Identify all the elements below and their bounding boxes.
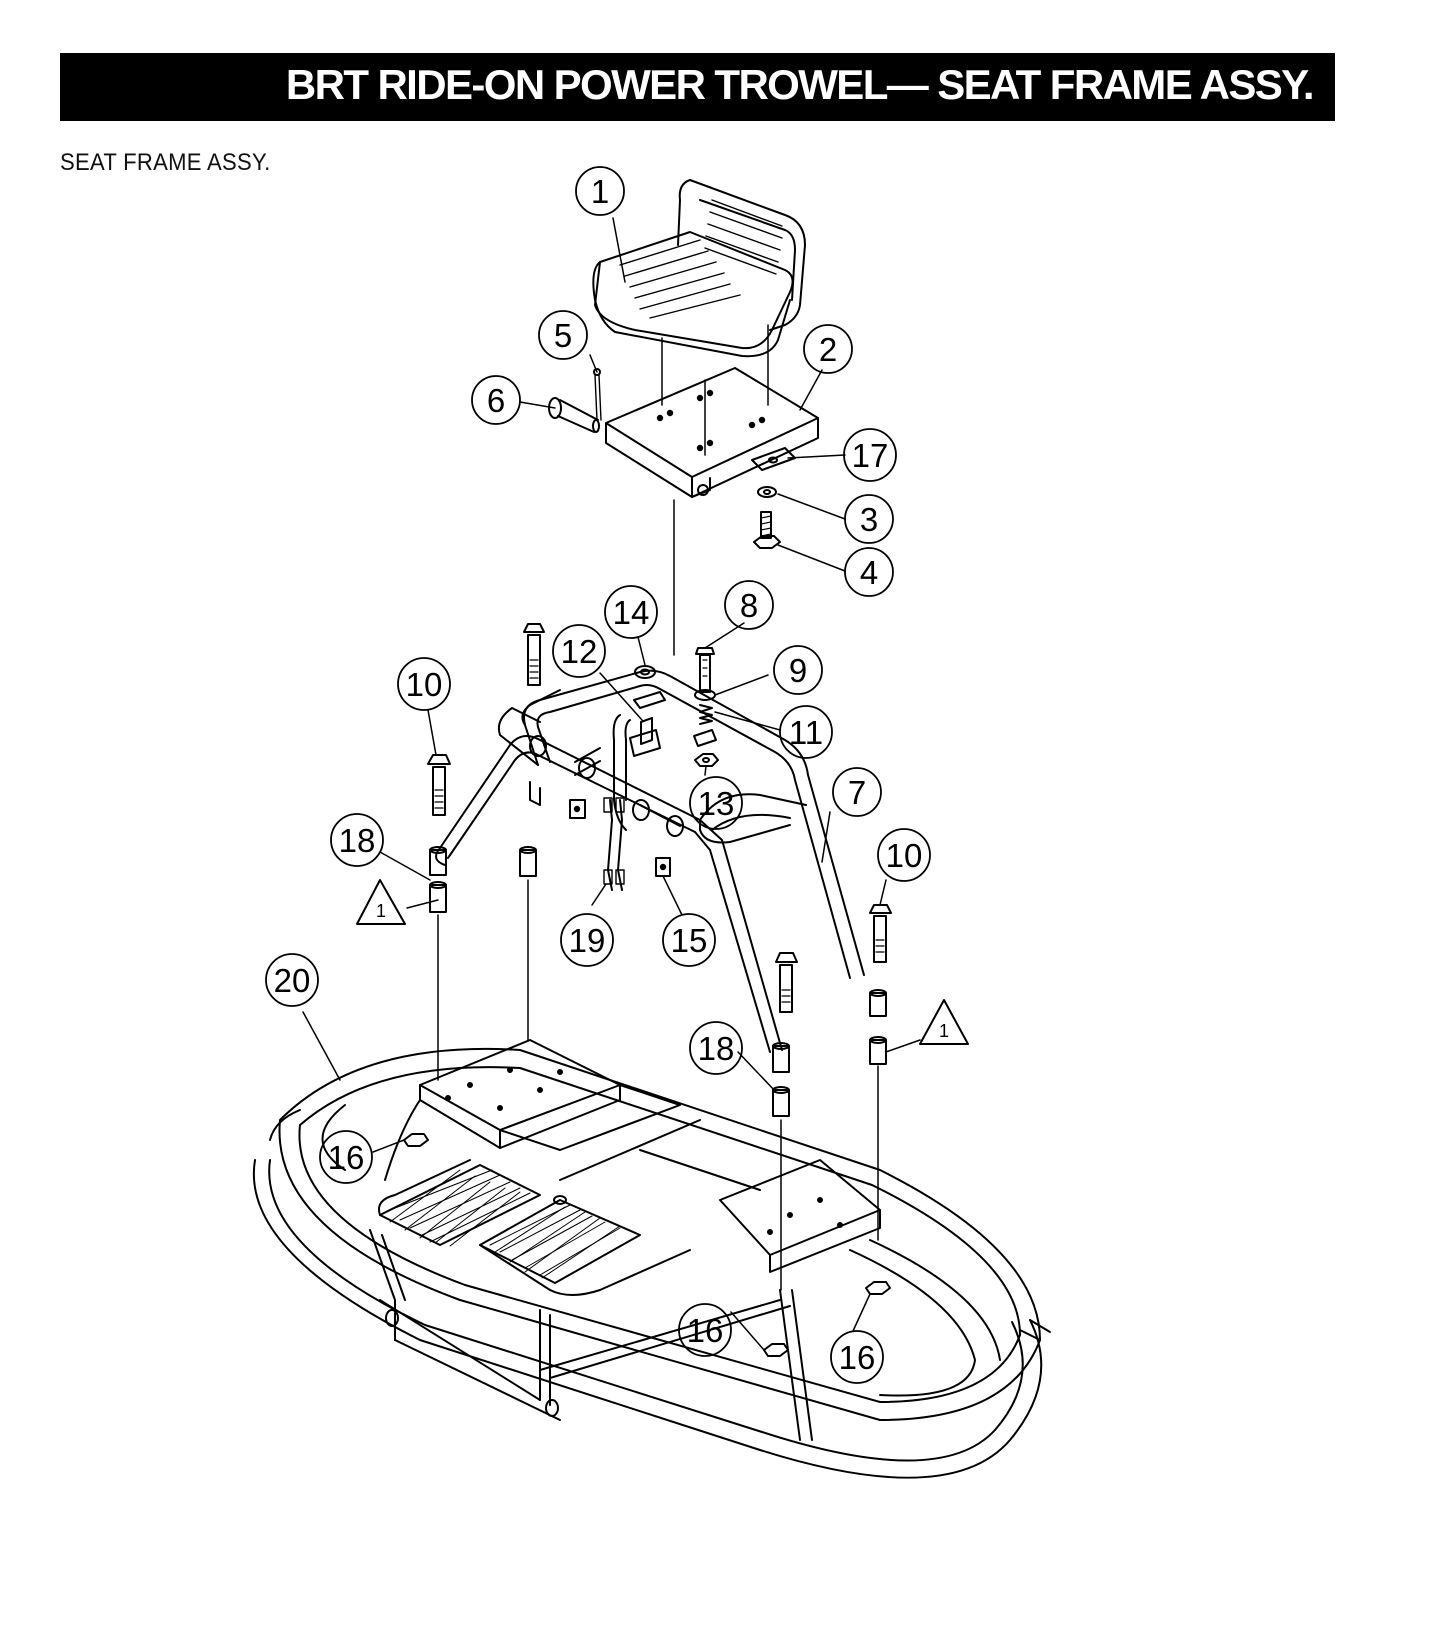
callout-7: 7 bbox=[832, 767, 882, 817]
callout-3: 3 bbox=[844, 494, 894, 544]
adjuster-hardware bbox=[629, 647, 719, 767]
base-platform bbox=[419, 1039, 881, 1273]
warning-marker-label: 1 bbox=[939, 1021, 949, 1041]
warning-marker-label: 1 bbox=[376, 901, 386, 921]
callout-16-label: 16 bbox=[839, 1339, 876, 1376]
callout-18-label: 18 bbox=[339, 822, 376, 859]
warning-triangle-left: 1 bbox=[356, 879, 406, 925]
callout-12-label: 12 bbox=[561, 633, 598, 670]
callout-16-a: 16 bbox=[319, 1130, 373, 1184]
callout-4: 4 bbox=[844, 547, 894, 597]
callout-17-label: 17 bbox=[852, 437, 889, 474]
callout-13: 13 bbox=[689, 776, 743, 830]
callout-14-label: 14 bbox=[613, 594, 650, 631]
frame-bolts bbox=[427, 623, 892, 1013]
seat-part bbox=[592, 179, 806, 406]
warning-triangle-right: 1 bbox=[919, 999, 969, 1045]
callout-20: 20 bbox=[265, 953, 319, 1007]
callout-6: 6 bbox=[471, 375, 521, 425]
callout-5-label: 5 bbox=[554, 317, 572, 354]
callout-16-c: 16 bbox=[830, 1330, 884, 1384]
title-bar: BRT RIDE-ON POWER TROWEL— SEAT FRAME ASS… bbox=[60, 53, 1335, 121]
callout-10-left: 10 bbox=[397, 657, 451, 711]
callout-18-left: 18 bbox=[330, 813, 384, 867]
callout-3-label: 3 bbox=[860, 501, 878, 538]
spacer-parts bbox=[429, 846, 887, 1117]
callout-19: 19 bbox=[560, 913, 614, 967]
pivot-pin-part bbox=[548, 368, 602, 433]
callout-15-label: 15 bbox=[671, 922, 708, 959]
callout-9-label: 9 bbox=[789, 652, 807, 689]
page-title: BRT RIDE-ON POWER TROWEL— SEAT FRAME ASS… bbox=[285, 61, 1315, 108]
callout-18-right: 18 bbox=[689, 1021, 743, 1075]
callout-8-label: 8 bbox=[740, 587, 758, 624]
footrest-mesh bbox=[378, 1159, 691, 1296]
guide-lines bbox=[437, 879, 879, 1291]
callout-20-label: 20 bbox=[274, 962, 311, 999]
callout-8: 8 bbox=[724, 580, 774, 630]
callout-15: 15 bbox=[662, 913, 716, 967]
callout-6-label: 6 bbox=[487, 382, 505, 419]
seat-plate-part bbox=[605, 367, 819, 656]
callout-9: 9 bbox=[773, 645, 823, 695]
callout-10-label: 10 bbox=[886, 837, 923, 874]
callout-13-label: 13 bbox=[698, 785, 735, 822]
callout-12: 12 bbox=[552, 624, 606, 678]
front-frame bbox=[369, 1099, 813, 1441]
callout-16-b: 16 bbox=[678, 1303, 732, 1357]
callout-14: 14 bbox=[604, 585, 658, 639]
callout-16-label: 16 bbox=[328, 1139, 365, 1176]
callout-16-label: 16 bbox=[687, 1312, 724, 1349]
callout-1-label: 1 bbox=[591, 173, 609, 210]
callout-19-label: 19 bbox=[569, 922, 606, 959]
base-guard-ring bbox=[252, 1047, 1051, 1479]
callout-2: 2 bbox=[803, 324, 853, 374]
callout-11: 11 bbox=[779, 705, 833, 759]
callout-5: 5 bbox=[538, 310, 588, 360]
callout-2-label: 2 bbox=[819, 331, 837, 368]
callout-4-label: 4 bbox=[860, 554, 878, 591]
leader-lines bbox=[302, 217, 921, 1351]
callout-7-label: 7 bbox=[848, 774, 866, 811]
diagram-subtitle: SEAT FRAME ASSY. bbox=[60, 149, 271, 176]
callout-10-label: 10 bbox=[406, 666, 443, 703]
callout-11-label: 11 bbox=[789, 714, 823, 751]
callout-18-label: 18 bbox=[698, 1030, 735, 1067]
callout-10-right: 10 bbox=[877, 828, 931, 882]
callout-1: 1 bbox=[575, 166, 625, 216]
callout-17: 17 bbox=[843, 428, 897, 482]
